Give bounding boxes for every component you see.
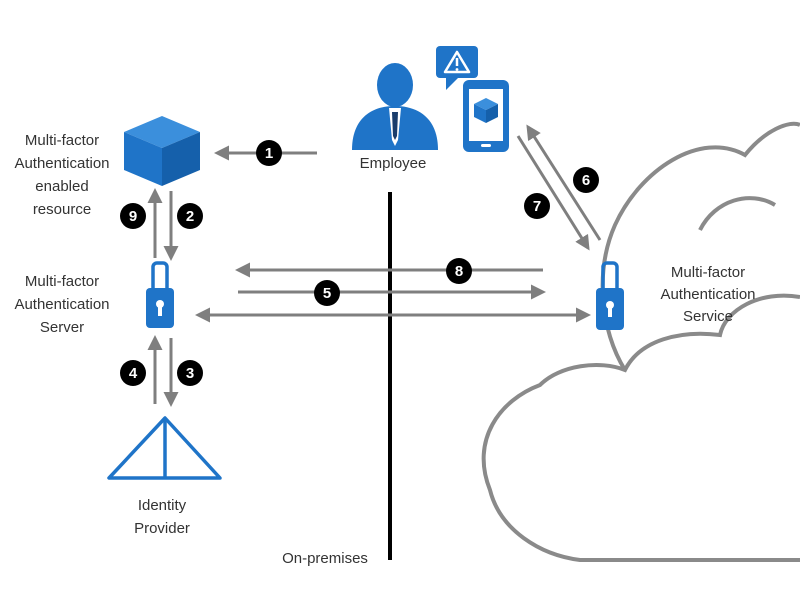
step-4: 4 (129, 365, 138, 382)
identity-provider-label-line-2: Provider (134, 520, 190, 537)
pyramid-icon (107, 416, 222, 480)
mfa-service-label-line-1: Multi-factor (671, 264, 745, 281)
arrow-6 (526, 124, 602, 241)
mfa-service-label: Multi-factor Authentication Service (660, 264, 755, 325)
arrow-7 (516, 135, 590, 251)
cloud-outline (481, 293, 800, 562)
mfa-service-label-line-2: Authentication (660, 286, 755, 303)
identity-provider-label-line-1: Identity (138, 497, 187, 514)
step-2: 2 (186, 208, 194, 225)
resource-label-line-3: enabled (35, 178, 88, 195)
step-7: 7 (533, 198, 541, 215)
step-badges: 1 2 9 3 4 5 6 7 8 (120, 140, 599, 386)
person-icon (352, 63, 438, 150)
on-premises-label: On-premises (282, 550, 368, 567)
resource-label-line-1: Multi-factor (25, 132, 99, 149)
resource-label: Multi-factor Authentication enabled reso… (14, 132, 109, 218)
service-lock-phone-icon (596, 261, 624, 330)
cube-icon (124, 116, 200, 186)
step-9: 9 (129, 208, 137, 225)
mfa-server-label-line-1: Multi-factor (25, 273, 99, 290)
identity-provider-label: Identity Provider (134, 497, 190, 537)
step-3: 3 (186, 365, 194, 382)
warning-icon (436, 46, 478, 90)
phone-app-icon (463, 80, 509, 152)
resource-label-line-2: Authentication (14, 155, 109, 172)
employee-label: Employee (360, 155, 427, 172)
arrows (147, 124, 602, 407)
resource-label-line-4: resource (33, 201, 91, 218)
mfa-server-label-line-3: Server (40, 319, 84, 336)
mfa-server-label: Multi-factor Authentication Server (14, 273, 109, 336)
step-6: 6 (582, 172, 590, 189)
mfa-service-label-line-3: Service (683, 308, 733, 325)
lock-phone-icon (146, 261, 174, 328)
step-1: 1 (265, 145, 273, 162)
mfa-server-label-line-2: Authentication (14, 296, 109, 313)
step-8: 8 (455, 263, 463, 280)
step-5: 5 (323, 285, 331, 302)
cloud-outline-inner (698, 196, 777, 231)
